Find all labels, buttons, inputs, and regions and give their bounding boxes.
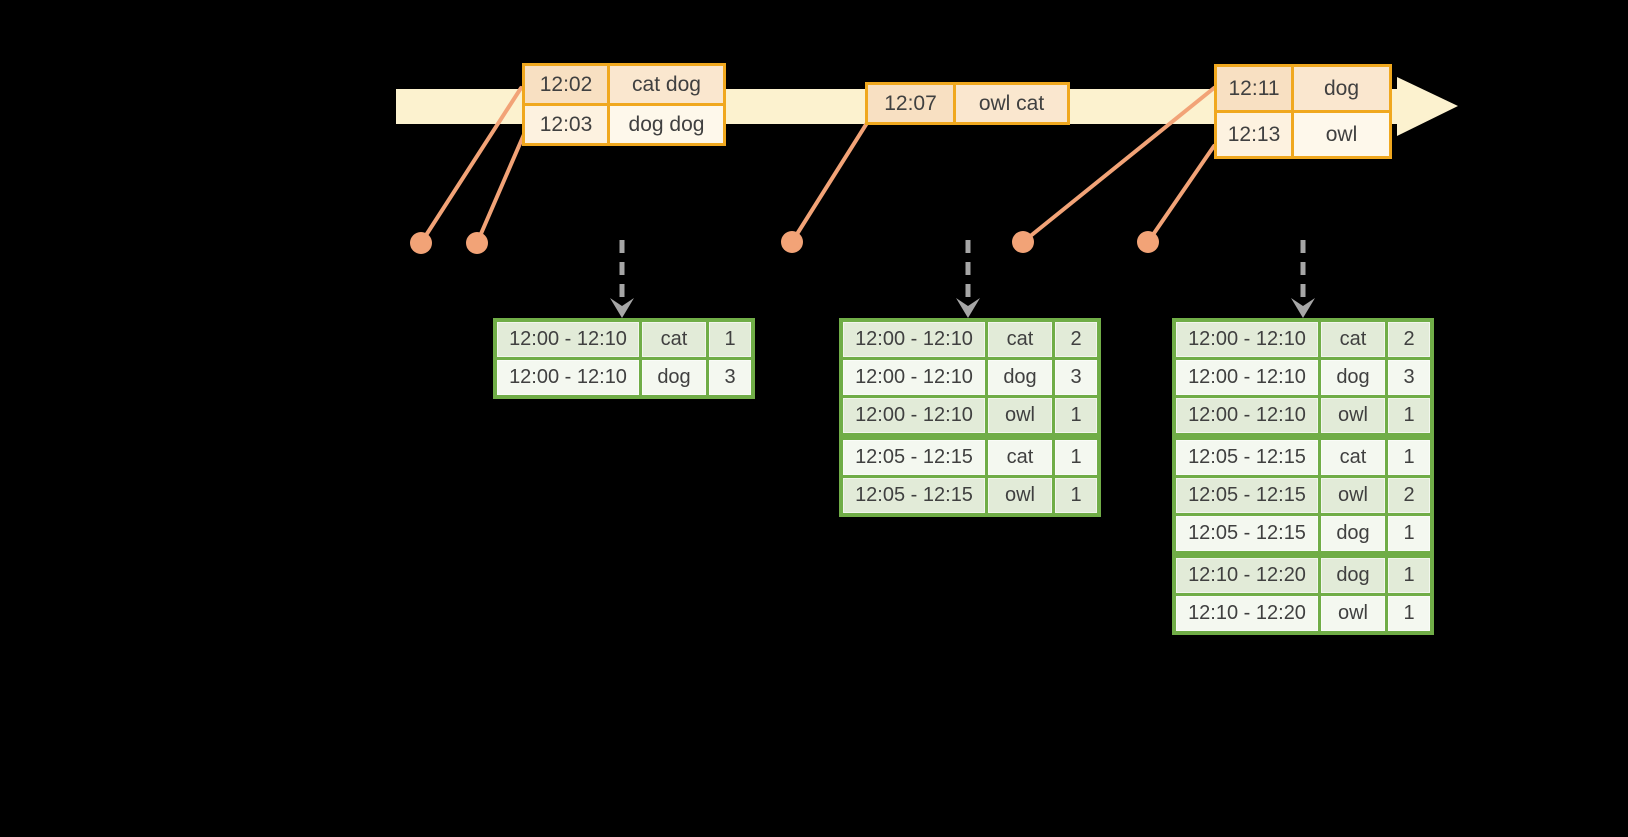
event-words-cell: cat dog (610, 66, 723, 103)
result-table-1: 12:00 - 12:10 cat 1 12:00 - 12:10 dog 3 (493, 318, 755, 399)
window-cell: 12:00 - 12:10 (843, 398, 985, 433)
window-cell: 12:05 - 12:15 (843, 478, 985, 513)
count-cell: 1 (1055, 440, 1097, 475)
window-cell: 12:00 - 12:10 (843, 360, 985, 395)
event-words-cell: dog (1294, 67, 1389, 110)
table-row: 12:00 - 12:10 cat 1 (497, 322, 751, 357)
event-words-cell: dog dog (610, 106, 723, 143)
word-cell: cat (988, 440, 1052, 475)
event-dots (410, 231, 1159, 254)
trigger-arrowheads (610, 298, 1315, 318)
window-cell: 12:00 - 12:10 (497, 360, 639, 395)
word-cell: owl (1321, 478, 1385, 513)
count-cell: 3 (1388, 360, 1430, 395)
count-cell: 3 (709, 360, 751, 395)
table-row: 12:05 - 12:15 owl 1 (843, 478, 1097, 513)
event-dot (1137, 231, 1159, 253)
count-cell: 3 (1055, 360, 1097, 395)
word-cell: cat (642, 322, 706, 357)
event-table-2: 12:07 owl cat (865, 82, 1070, 125)
table-row: 12:10 - 12:20 owl 1 (1176, 596, 1430, 631)
table-row: 12:05 - 12:15 cat 1 (843, 440, 1097, 475)
event-time-cell: 12:11 (1217, 67, 1291, 110)
event-time-cell: 12:07 (868, 85, 953, 122)
event-time-cell: 12:02 (525, 66, 607, 103)
table-row: 12:00 - 12:10 owl 1 (1176, 398, 1430, 433)
count-cell: 1 (1055, 398, 1097, 433)
trigger-arrows (619, 240, 1306, 300)
count-cell: 1 (1388, 440, 1430, 475)
table-row: 12:00 - 12:10 dog 3 (1176, 360, 1430, 395)
word-cell: owl (988, 398, 1052, 433)
count-cell: 1 (709, 322, 751, 357)
window-cell: 12:10 - 12:20 (1176, 558, 1318, 593)
event-dot (1012, 231, 1034, 253)
event-table-3: 12:11 dog 12:13 owl (1214, 64, 1392, 159)
event-table-1: 12:02 cat dog 12:03 dog dog (522, 63, 726, 146)
window-cell: 12:05 - 12:15 (843, 440, 985, 475)
event-row: 12:11 dog (1217, 67, 1389, 110)
count-cell: 2 (1055, 322, 1097, 357)
window-cell: 12:05 - 12:15 (1176, 440, 1318, 475)
table-row: 12:10 - 12:20 dog 1 (1176, 558, 1430, 593)
trigger-arrowhead-icon (956, 298, 980, 318)
table-row: 12:00 - 12:10 cat 2 (843, 322, 1097, 357)
window-cell: 12:00 - 12:10 (497, 322, 639, 357)
word-cell: dog (1321, 516, 1385, 551)
count-cell: 1 (1055, 478, 1097, 513)
count-cell: 2 (1388, 322, 1430, 357)
event-words-cell: owl cat (956, 85, 1067, 122)
event-words-cell: owl (1294, 113, 1389, 156)
event-row: 12:07 owl cat (868, 85, 1067, 122)
event-row: 12:02 cat dog (525, 66, 723, 103)
word-cell: dog (988, 360, 1052, 395)
connector-line (419, 86, 523, 245)
connector-line (1021, 86, 1216, 244)
event-dot (410, 232, 432, 254)
word-cell: owl (1321, 398, 1385, 433)
connector-line (475, 130, 527, 245)
table-row: 12:00 - 12:10 owl 1 (843, 398, 1097, 433)
event-time-cell: 12:13 (1217, 113, 1291, 156)
word-cell: dog (1321, 558, 1385, 593)
word-cell: dog (642, 360, 706, 395)
window-cell: 12:05 - 12:15 (1176, 478, 1318, 513)
window-cell: 12:00 - 12:10 (1176, 322, 1318, 357)
trigger-arrowhead-icon (1291, 298, 1315, 318)
word-cell: owl (1321, 596, 1385, 631)
count-cell: 1 (1388, 516, 1430, 551)
window-cell: 12:00 - 12:10 (843, 322, 985, 357)
connector-line (790, 121, 869, 244)
word-cell: cat (1321, 440, 1385, 475)
window-cell: 12:10 - 12:20 (1176, 596, 1318, 631)
table-row: 12:00 - 12:10 cat 2 (1176, 322, 1430, 357)
word-cell: owl (988, 478, 1052, 513)
count-cell: 2 (1388, 478, 1430, 513)
table-row: 12:05 - 12:15 cat 1 (1176, 440, 1430, 475)
trigger-arrowhead-icon (610, 298, 634, 318)
table-row: 12:00 - 12:10 dog 3 (497, 360, 751, 395)
word-cell: cat (988, 322, 1052, 357)
table-row: 12:00 - 12:10 dog 3 (843, 360, 1097, 395)
window-cell: 12:00 - 12:10 (1176, 398, 1318, 433)
connector-lines (419, 86, 1216, 245)
result-table-2: 12:00 - 12:10 cat 2 12:00 - 12:10 dog 3 … (839, 318, 1101, 517)
event-row: 12:13 owl (1217, 113, 1389, 156)
window-cell: 12:05 - 12:15 (1176, 516, 1318, 551)
count-cell: 1 (1388, 596, 1430, 631)
event-dot (781, 231, 803, 253)
table-row: 12:05 - 12:15 owl 2 (1176, 478, 1430, 513)
event-time-cell: 12:03 (525, 106, 607, 143)
result-table-3: 12:00 - 12:10 cat 2 12:00 - 12:10 dog 3 … (1172, 318, 1434, 635)
count-cell: 1 (1388, 558, 1430, 593)
count-cell: 1 (1388, 398, 1430, 433)
connector-line (1146, 144, 1216, 244)
event-row: 12:03 dog dog (525, 106, 723, 143)
timeline-arrowhead-icon (1397, 77, 1458, 136)
event-dot (466, 232, 488, 254)
table-row: 12:05 - 12:15 dog 1 (1176, 516, 1430, 551)
word-cell: dog (1321, 360, 1385, 395)
word-cell: cat (1321, 322, 1385, 357)
window-cell: 12:00 - 12:10 (1176, 360, 1318, 395)
